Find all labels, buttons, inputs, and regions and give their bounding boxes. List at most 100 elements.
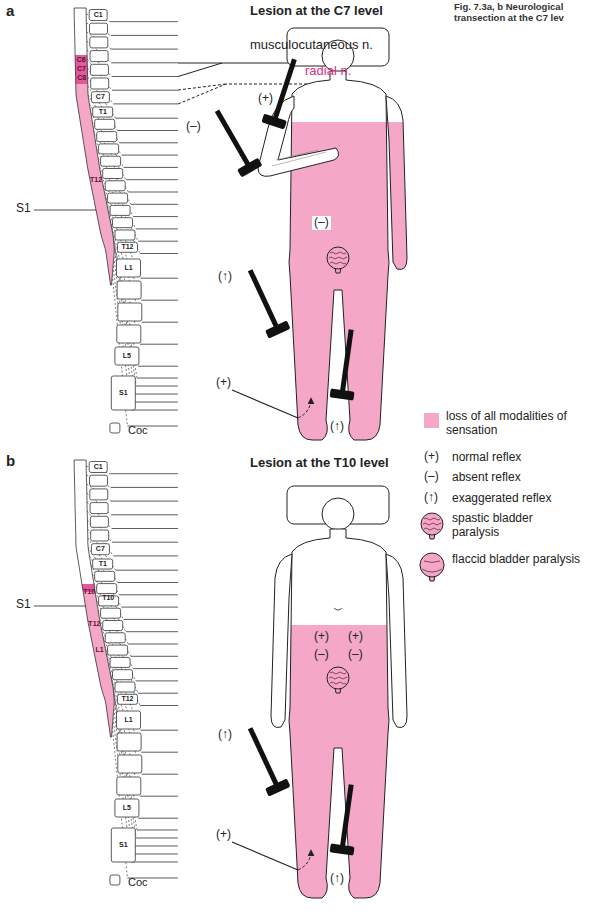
vertebra — [95, 119, 115, 129]
vertebra — [90, 475, 108, 486]
spinal-nerve — [126, 179, 178, 180]
spinal-nerve — [110, 21, 178, 22]
reflex-sign: (+) — [258, 92, 273, 106]
spinal-nerve — [136, 680, 178, 681]
legend-bladder-icon — [420, 553, 444, 581]
cord-segment-label: C6 — [77, 56, 86, 64]
cord-segment-label: C7 — [77, 65, 86, 73]
reflex-sign: (–) — [314, 648, 329, 662]
vertebra — [110, 423, 120, 433]
spinal-nerve — [111, 487, 178, 488]
vertebra — [91, 92, 109, 103]
vertebra — [103, 621, 123, 631]
spinal-nerve — [126, 631, 178, 632]
bladder-symbol — [327, 667, 349, 693]
vertebra — [110, 205, 130, 215]
reflex-sign: (↑) — [330, 420, 344, 434]
vertebra-label: L5 — [123, 804, 131, 812]
vertebra — [90, 516, 108, 527]
cord-below-lesion — [75, 55, 114, 285]
vertebra — [90, 23, 108, 34]
vertebra — [90, 37, 108, 48]
spinal-nerve — [136, 228, 178, 229]
spinal-nerve — [138, 693, 178, 694]
spinal-nerve — [116, 118, 178, 119]
vertebra-label: S1 — [119, 389, 128, 397]
spinal-nerve — [110, 473, 178, 474]
vertebra-label: T12 — [121, 243, 133, 251]
vertebra-label: L5 — [123, 352, 131, 360]
vertebra — [105, 633, 125, 643]
plantar-stroke — [232, 390, 298, 418]
vertebra — [108, 193, 128, 203]
plantar-arrow — [298, 850, 311, 870]
vertebra — [105, 181, 125, 191]
nerve-root — [108, 664, 139, 796]
spinal-nerve — [131, 410, 178, 411]
vertebra-label: T12 — [121, 695, 133, 703]
sensory-loss-area — [289, 625, 389, 898]
vertebra-label: T1 — [99, 108, 107, 116]
reflex-hammer — [239, 723, 290, 797]
vertebra — [91, 530, 109, 541]
spinal-nerve — [112, 528, 178, 529]
spinal-nerve — [133, 854, 178, 855]
spinal-cord — [74, 460, 114, 737]
spine-panel — [74, 460, 178, 885]
patient-figure — [271, 486, 407, 898]
spinal-nerve — [142, 322, 178, 323]
vertebra — [113, 670, 133, 680]
nerve-root — [87, 59, 112, 90]
spinal-nerve — [112, 542, 178, 543]
spinal-nerve — [131, 862, 178, 863]
arm — [386, 96, 407, 270]
spinal-nerve — [120, 594, 178, 595]
vertebra — [118, 303, 142, 321]
cord-below-lesion — [82, 584, 114, 737]
vertebra-label: C1 — [94, 463, 103, 471]
navel — [334, 608, 342, 610]
spinal-nerve — [142, 774, 178, 775]
spinal-nerve — [128, 192, 178, 193]
vertebra — [110, 875, 120, 885]
segment-label: S1 — [16, 202, 31, 216]
vertebra-label: L1 — [124, 716, 132, 724]
vertebra — [101, 156, 121, 166]
vertebra — [117, 259, 141, 277]
spinal-nerve — [116, 570, 178, 571]
arm-outline — [386, 96, 407, 270]
spinal-nerve — [124, 167, 178, 168]
reflex-hammer — [330, 783, 364, 856]
reflex-hammer — [239, 265, 290, 339]
spinal-cord — [74, 8, 114, 285]
vertebra — [108, 645, 128, 655]
vertebra — [117, 733, 141, 751]
vertebra-label: Coc — [128, 876, 148, 889]
nerve-leader — [178, 63, 222, 77]
spinal-nerve — [137, 378, 178, 379]
vertebra — [103, 169, 123, 179]
spinal-nerve — [138, 241, 178, 242]
legend-text: spastic bladder paralysis — [452, 512, 582, 540]
nerve-root — [88, 529, 116, 570]
legend-symbol: (+) — [424, 450, 439, 464]
spinal-nerve — [140, 705, 178, 706]
reflex-sign: (–) — [348, 648, 363, 662]
spinal-cord-outline — [74, 8, 114, 285]
nerve-root — [108, 212, 139, 344]
spinal-nerve — [133, 668, 178, 669]
panel-title: Lesion at the T10 level — [250, 456, 389, 471]
legend-text: loss of all modalities of sensation — [446, 410, 588, 438]
vertebra — [90, 489, 108, 500]
vertebra — [117, 325, 141, 343]
spinal-nerve — [111, 35, 178, 36]
vertebra — [118, 755, 142, 773]
spinal-nerve — [133, 216, 178, 217]
vertebra — [90, 503, 108, 514]
vertebra — [117, 281, 141, 299]
cord-segment-label: L1 — [96, 646, 104, 654]
vertebra — [97, 584, 117, 594]
vertebra — [89, 462, 107, 473]
vertebra-label: C1 — [94, 11, 103, 19]
